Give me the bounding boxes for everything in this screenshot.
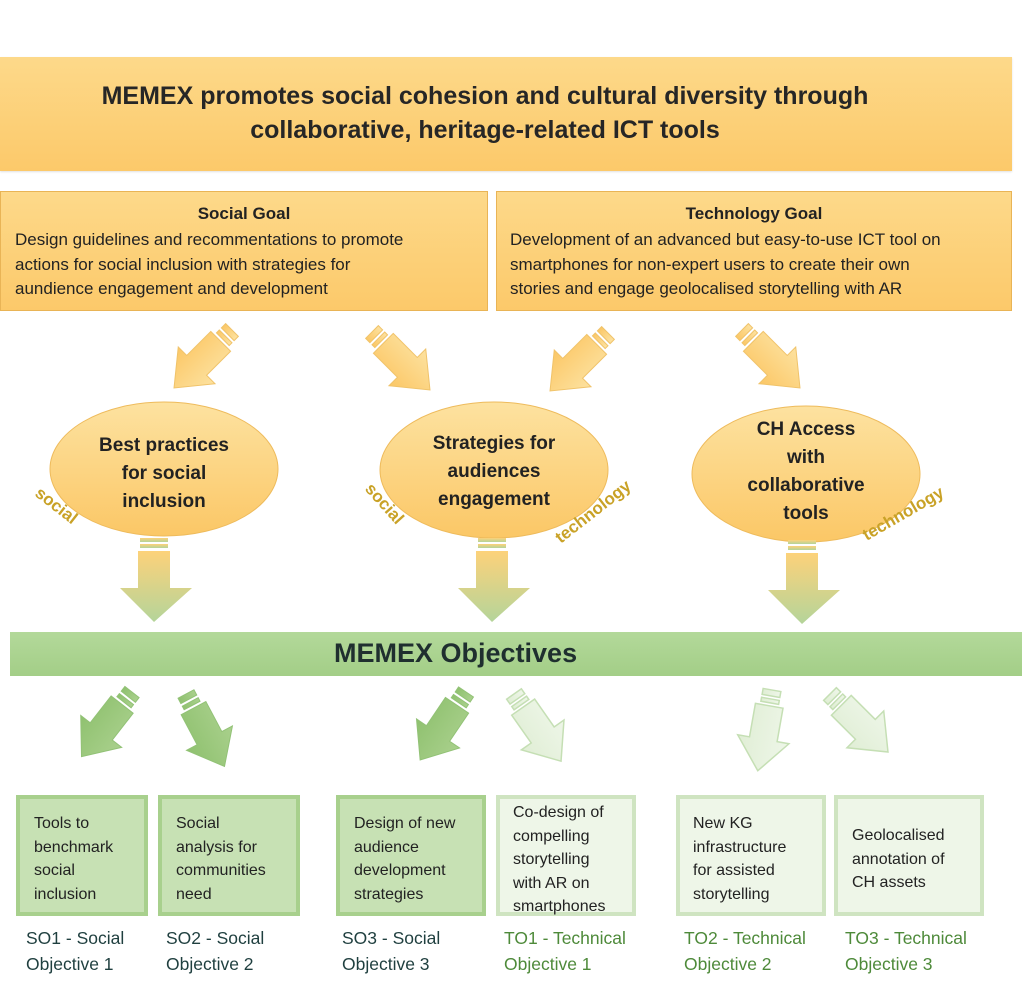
caption-line: SO1 - Social (26, 928, 125, 948)
ellipse-line: with (787, 447, 825, 468)
ellipse-line: inclusion (122, 491, 206, 512)
arrow-green-so2 (162, 681, 248, 780)
ellipse-line: audiences (447, 461, 541, 482)
caption-line: Objective 2 (166, 954, 254, 974)
caption-line: SO2 - Social (166, 928, 265, 948)
objective-line: storytelling (693, 885, 770, 903)
arrow-green-so1 (60, 675, 153, 774)
objective-line: audience (354, 838, 419, 856)
social-goal-line: Design guidelines and recommentations to… (15, 230, 404, 249)
objective-line: Social (176, 815, 220, 832)
caption-line: Objective 3 (342, 954, 430, 974)
caption-so3: SO3 - Social Objective 3 (342, 925, 440, 977)
technology-goal-line: stories and engage geolocalised storytel… (510, 279, 903, 298)
objective-line: for assisted (693, 862, 775, 879)
arrow-down-3 (768, 540, 840, 624)
social-goal-line: aundience engagement and development (15, 279, 328, 298)
objectives-bar (10, 632, 1022, 676)
objective-line: development (354, 862, 446, 879)
caption-line: TO3 - Technical (845, 928, 967, 948)
objective-line: Geolocalised (852, 827, 945, 844)
caption-line: Objective 2 (684, 954, 772, 974)
caption-line: Objective 1 (26, 954, 114, 974)
arrow-orange-3 (531, 314, 627, 410)
ellipse-line: for social (121, 463, 207, 484)
objective-line: social (34, 862, 75, 879)
ellipse-label-ch-access: CH Access with collaborative tools (706, 416, 906, 528)
objective-box-so2: Social analysis for communities need (158, 795, 300, 916)
caption-to3: TO3 - Technical Objective 3 (845, 925, 967, 977)
arrow-green-to2 (731, 684, 799, 777)
arrow-green-to3 (810, 674, 908, 772)
header-banner (0, 57, 1012, 171)
technology-goal-box: Technology Goal Development of an advanc… (496, 191, 1012, 311)
arrow-down-1 (120, 538, 192, 622)
social-goal-box: Social Goal Design guidelines and recomm… (0, 191, 488, 311)
objective-line: benchmark (34, 838, 114, 856)
header-title-line-2: collaborative, heritage-related ICT tool… (250, 116, 720, 144)
arrow-green-so3 (398, 676, 489, 776)
objective-line: with AR on (513, 874, 590, 892)
objective-line: inclusion (34, 885, 97, 903)
objective-line: Tools to (34, 815, 90, 832)
caption-line: Objective 1 (504, 954, 592, 974)
arrow-green-to1 (491, 678, 584, 777)
caption-line: TO2 - Technical (684, 928, 806, 948)
objective-box-so1: Tools to benchmark social inclusion (16, 795, 148, 916)
ellipse-line: collaborative (747, 475, 865, 496)
caption-so1: SO1 - Social Objective 1 (26, 925, 124, 977)
objective-line: analysis for (176, 838, 257, 856)
objective-line: infrastructure (693, 838, 787, 856)
objective-line: Co-design of (513, 804, 604, 821)
objective-box-so3: Design of new audience development strat… (336, 795, 486, 916)
objective-line: storytelling (513, 851, 590, 868)
objective-line: smartphones (513, 898, 606, 915)
objective-line: need (176, 885, 212, 903)
objective-line: strategies (354, 885, 424, 903)
social-goal-line: actions for social inclusion with strate… (15, 254, 351, 274)
ellipse-line: tools (783, 503, 829, 524)
technology-goal-text: Development of an advanced but easy-to-u… (510, 228, 1003, 302)
arrow-down-2 (458, 538, 530, 622)
ellipse-best-practices (49, 401, 279, 537)
objective-box-to1: Co-design of compelling storytelling wit… (496, 795, 636, 916)
social-goal-title: Social Goal (197, 204, 291, 223)
objective-line: CH assets (852, 874, 926, 891)
objective-box-to3: Geolocalised annotation of CH assets (834, 795, 984, 916)
header-title-line-1: MEMEX promotes social cohesion and cultu… (101, 82, 869, 110)
objective-box-to2: New KG infrastructure for assisted story… (676, 795, 826, 916)
ellipse-line: CH Access (756, 419, 856, 440)
caption-so2: SO2 - Social Objective 2 (166, 925, 264, 977)
caption-to2: TO2 - Technical Objective 2 (684, 925, 806, 977)
ellipse-line: engagement (438, 489, 550, 510)
arrow-orange-1 (155, 311, 251, 407)
caption-line: SO3 - Social (342, 928, 441, 948)
arrow-orange-4 (723, 311, 819, 407)
ellipse-line: Strategies for (432, 433, 556, 454)
caption-line: Objective 3 (845, 954, 933, 974)
technology-goal-line: smartphones for non-expert users to crea… (510, 254, 910, 274)
ellipse-label-best-practices: Best practices for social inclusion (64, 432, 264, 516)
objective-line: communities (176, 862, 266, 879)
technology-goal-title: Technology Goal (685, 204, 823, 223)
social-goal-text: Design guidelines and recommentations to… (15, 228, 479, 302)
caption-line: TO1 - Technical (504, 928, 626, 948)
header-title: MEMEX promotes social cohesion and cultu… (20, 79, 950, 147)
technology-goal-line: Development of an advanced but easy-to-u… (510, 230, 941, 249)
objective-line: annotation of (852, 850, 945, 868)
ellipse-line: Best practices (99, 435, 229, 456)
objective-line: Design of new (354, 815, 456, 832)
ellipse-label-strategies: Strategies for audiences engagement (394, 430, 594, 514)
objective-line: compelling (513, 827, 590, 845)
objectives-title: MEMEX Objectives (334, 638, 578, 668)
arrow-orange-2 (353, 313, 449, 409)
caption-to1: TO1 - Technical Objective 1 (504, 925, 626, 977)
objective-line: New KG (693, 815, 753, 832)
